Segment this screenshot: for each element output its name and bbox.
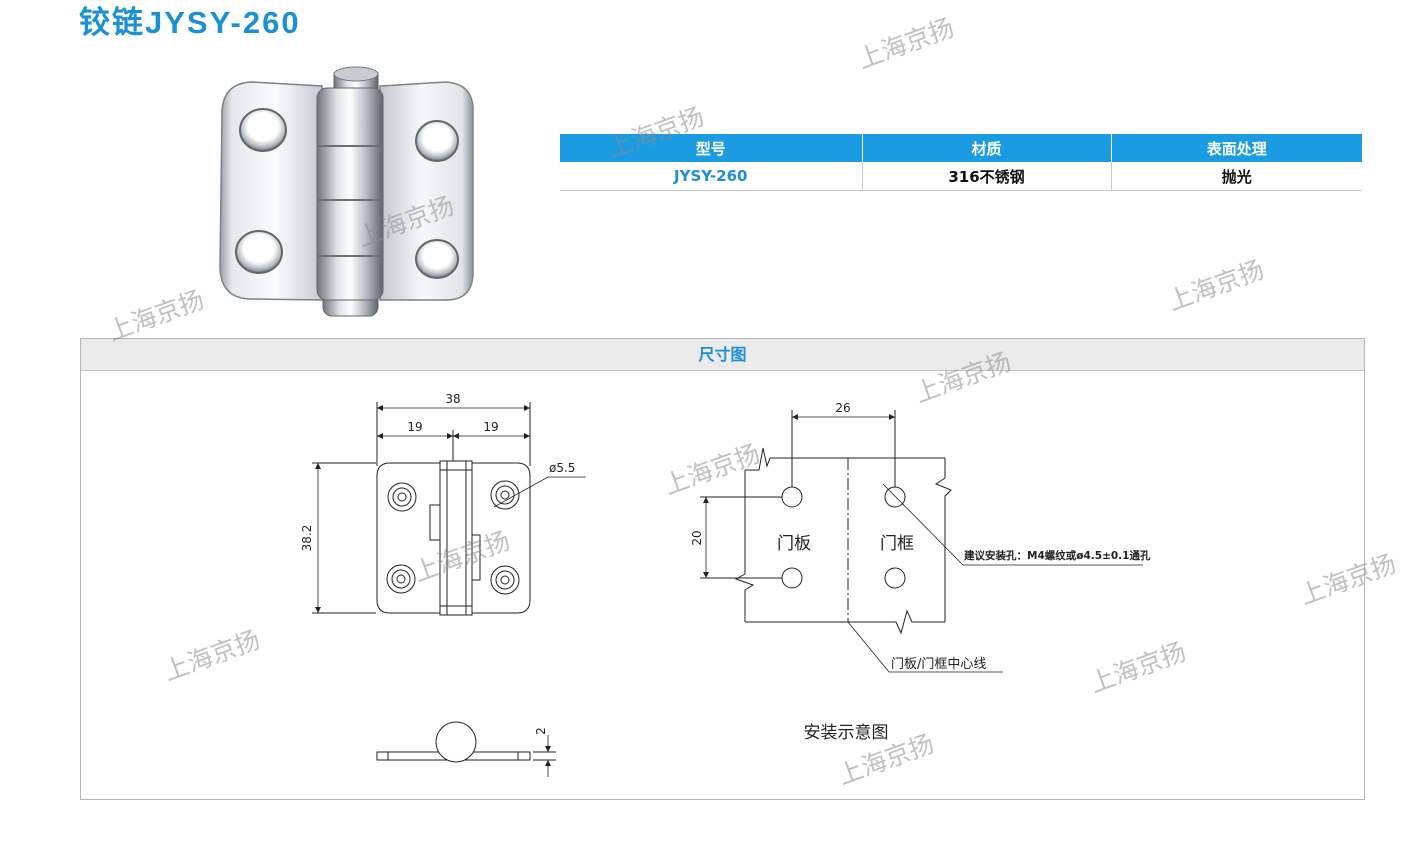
panel-outline-right bbox=[934, 458, 952, 622]
dim-horizontal-spacing: 26 bbox=[835, 401, 850, 415]
hole-note-leader bbox=[882, 483, 1143, 566]
hinge-photo bbox=[219, 66, 474, 317]
header-material: 材质 bbox=[862, 134, 1112, 162]
hole-middle bbox=[391, 569, 411, 589]
hinge-pin-cap bbox=[333, 66, 379, 82]
mounting-hole bbox=[490, 565, 520, 595]
cell-surface-finish: 抛光 bbox=[1111, 162, 1362, 191]
dim-thickness: 2 bbox=[534, 727, 548, 735]
panel-outline-bottom bbox=[745, 609, 945, 635]
install-diagram bbox=[700, 410, 1143, 673]
hole-inner bbox=[500, 575, 510, 585]
panel-outline-left bbox=[734, 470, 755, 622]
dim-right-half-width: 19 bbox=[483, 420, 498, 434]
dim-height: 38.2 bbox=[300, 525, 314, 552]
dim-vertical-spacing: 20 bbox=[690, 530, 704, 545]
header-surface-finish: 表面处理 bbox=[1111, 134, 1362, 162]
hole-diameter-leader bbox=[493, 476, 586, 508]
dimension-drawing: 38 19 19 ø5.5 38.2 2 bbox=[300, 392, 1151, 777]
hole-inner bbox=[397, 492, 407, 502]
cell-material: 316不锈钢 bbox=[862, 162, 1112, 191]
side-right-leaf bbox=[465, 751, 531, 761]
mounting-hole bbox=[386, 564, 416, 594]
hole-outer bbox=[386, 564, 416, 594]
mounting-hole bbox=[387, 482, 417, 512]
door-panel-label: 门板 bbox=[777, 534, 811, 554]
hole-outer bbox=[490, 480, 520, 510]
center-line-leader bbox=[847, 621, 1003, 673]
side-left-leaf bbox=[376, 751, 447, 761]
side-barrel bbox=[435, 721, 477, 763]
hinge-hole bbox=[235, 230, 283, 274]
hole-outer bbox=[387, 482, 417, 512]
product-title: 铰链JYSY-260 bbox=[79, 5, 301, 40]
watermark-text: 上海京扬 bbox=[853, 12, 958, 75]
center-line-label: 门板/门框中心线 bbox=[891, 657, 986, 672]
front-view bbox=[312, 402, 586, 616]
hole-middle bbox=[495, 485, 515, 505]
panel-outline-top bbox=[745, 447, 945, 471]
side-view bbox=[376, 721, 556, 777]
door-frame-label: 门框 bbox=[880, 534, 914, 554]
dim-left-half-width: 19 bbox=[407, 420, 422, 434]
knuckle-left-outline bbox=[429, 504, 440, 541]
dim-overall-width: 38 bbox=[445, 392, 460, 406]
hinge-hole bbox=[239, 108, 287, 152]
hinge-hole bbox=[415, 239, 459, 279]
hinge-right-leaf-outline bbox=[472, 462, 531, 614]
hinge-hole bbox=[415, 120, 459, 162]
dimension-section-title: 尺寸图 bbox=[81, 339, 1364, 371]
cell-model: JYSY-260 bbox=[560, 162, 863, 191]
install-diagram-caption: 安装示意图 bbox=[804, 723, 889, 743]
hinge-barrel bbox=[316, 87, 384, 301]
spec-table: 型号 材质 表面处理 JYSY-260 316不锈钢 抛光 bbox=[560, 134, 1362, 191]
install-hole bbox=[781, 486, 803, 508]
hinge-barrel-outline bbox=[439, 460, 473, 616]
table-row: JYSY-260 316不锈钢 抛光 bbox=[560, 162, 1362, 191]
dimension-section: 尺寸图 bbox=[80, 338, 1365, 800]
hole-note: 建议安装孔：M4螺纹或ø4.5±0.1通孔 bbox=[963, 549, 1151, 562]
watermark-text: 上海京扬 bbox=[1163, 254, 1268, 317]
hole-inner bbox=[500, 490, 510, 500]
hinge-left-leaf-outline bbox=[376, 462, 440, 614]
install-hole bbox=[781, 567, 803, 589]
header-model: 型号 bbox=[560, 134, 863, 162]
mounting-hole bbox=[490, 480, 520, 510]
hole-middle bbox=[392, 487, 412, 507]
spec-table-header-row: 型号 材质 表面处理 bbox=[560, 134, 1362, 162]
knuckle-right-outline bbox=[472, 534, 481, 581]
hole-inner bbox=[396, 574, 406, 584]
hole-outer bbox=[490, 565, 520, 595]
install-hole bbox=[884, 486, 906, 508]
hole-middle bbox=[495, 570, 515, 590]
dim-hole-diameter: ø5.5 bbox=[549, 461, 575, 475]
install-hole bbox=[884, 567, 906, 589]
